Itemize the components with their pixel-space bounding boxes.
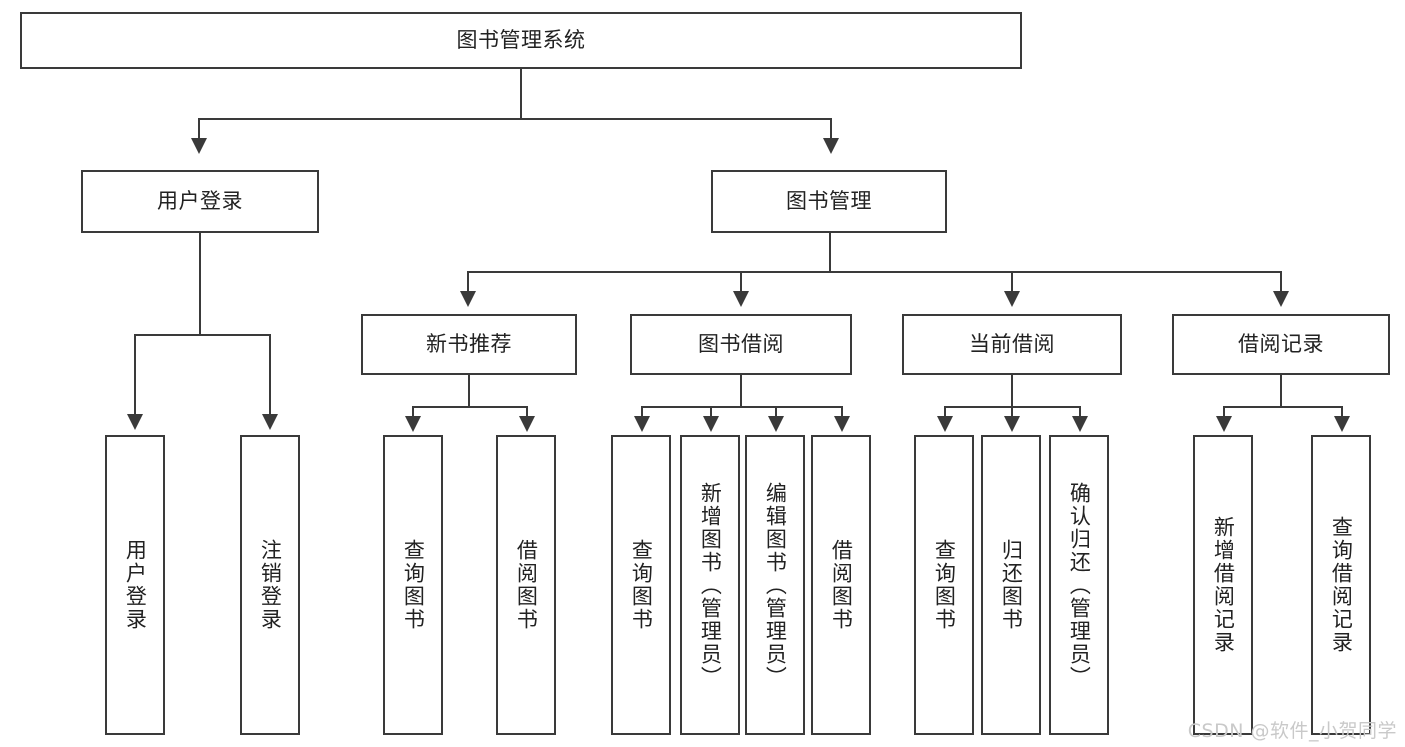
connector-drop-book-manage xyxy=(830,118,832,140)
node-user-login[interactable]: 用户登录 xyxy=(81,170,319,233)
connector-drop-nb-query xyxy=(412,406,414,418)
node-label: 查询图书 xyxy=(932,539,957,631)
leaf-nb-borrow-book[interactable]: 借阅图书 xyxy=(496,435,556,735)
leaf-cb-query-book[interactable]: 查询图书 xyxy=(914,435,974,735)
leaf-bb-edit-book[interactable]: 编辑图书（管理员） xyxy=(745,435,805,735)
leaf-cb-confirm-return[interactable]: 确认归还（管理员） xyxy=(1049,435,1109,735)
connector-user-login-stem xyxy=(199,233,201,335)
connector-book-borrow-stem xyxy=(740,375,742,407)
arrowhead-nb-query xyxy=(405,416,421,432)
connector-drop-bb-query xyxy=(641,406,643,418)
connector-new-book-bus xyxy=(412,406,527,408)
node-label: 新增借阅记录 xyxy=(1211,516,1236,654)
node-label: 当前借阅 xyxy=(969,332,1055,357)
node-label: 查询图书 xyxy=(629,539,654,631)
node-label: 查询借阅记录 xyxy=(1329,516,1354,654)
leaf-bb-borrow-book[interactable]: 借阅图书 xyxy=(811,435,871,735)
connector-borrow-records-stem xyxy=(1280,375,1282,407)
leaf-logout[interactable]: 注销登录 xyxy=(240,435,300,735)
connector-drop-leaf-logout xyxy=(269,334,271,416)
connector-drop-current-borrow xyxy=(1011,271,1013,293)
node-label: 注销登录 xyxy=(258,539,283,631)
node-borrow-records[interactable]: 借阅记录 xyxy=(1172,314,1390,375)
connector-drop-borrow-records xyxy=(1280,271,1282,293)
leaf-nb-query-book[interactable]: 查询图书 xyxy=(383,435,443,735)
arrowhead-bb-borrow xyxy=(834,416,850,432)
arrowhead-cb-query xyxy=(937,416,953,432)
arrowhead-bb-add xyxy=(703,416,719,432)
leaf-user-login[interactable]: 用户登录 xyxy=(105,435,165,735)
arrowhead-book-manage xyxy=(823,138,839,154)
connector-borrow-records-bus xyxy=(1223,406,1342,408)
leaf-br-query-record[interactable]: 查询借阅记录 xyxy=(1311,435,1371,735)
connector-book-manage-stem xyxy=(829,233,831,273)
arrowhead-cb-confirm xyxy=(1072,416,1088,432)
connector-drop-br-query xyxy=(1341,406,1343,418)
arrowhead-user-login xyxy=(191,138,207,154)
arrowhead-br-query xyxy=(1334,416,1350,432)
connector-current-borrow-stem xyxy=(1011,375,1013,407)
node-label: 确认归还（管理员） xyxy=(1067,481,1092,689)
node-label: 查询图书 xyxy=(401,539,426,631)
connector-drop-cb-return xyxy=(1011,406,1013,418)
leaf-br-add-record[interactable]: 新增借阅记录 xyxy=(1193,435,1253,735)
node-new-book-recommend[interactable]: 新书推荐 xyxy=(361,314,577,375)
arrowhead-cb-return xyxy=(1004,416,1020,432)
node-book-borrow[interactable]: 图书借阅 xyxy=(630,314,852,375)
connector-drop-book-borrow xyxy=(740,271,742,293)
arrowhead-br-add xyxy=(1216,416,1232,432)
connector-drop-nb-borrow xyxy=(526,406,528,418)
connector-drop-br-add xyxy=(1223,406,1225,418)
node-label: 用户登录 xyxy=(157,189,243,214)
arrowhead-bb-edit xyxy=(768,416,784,432)
connector-drop-bb-add xyxy=(710,406,712,418)
node-label: 图书借阅 xyxy=(698,332,784,357)
connector-drop-leaf-user-login xyxy=(134,334,136,416)
connector-level3-bus xyxy=(467,271,1281,273)
node-label: 图书管理 xyxy=(786,189,872,214)
arrowhead-current-borrow xyxy=(1004,291,1020,307)
connector-book-borrow-bus xyxy=(641,406,843,408)
leaf-bb-query-book[interactable]: 查询图书 xyxy=(611,435,671,735)
connector-drop-new-book xyxy=(467,271,469,293)
node-label: 新增图书（管理员） xyxy=(698,481,723,689)
arrowhead-new-book xyxy=(460,291,476,307)
node-current-borrow[interactable]: 当前借阅 xyxy=(902,314,1122,375)
node-label: 归还图书 xyxy=(999,539,1024,631)
connector-drop-cb-confirm xyxy=(1079,406,1081,418)
node-label: 借阅图书 xyxy=(514,539,539,631)
arrowhead-bb-query xyxy=(634,416,650,432)
leaf-cb-return-book[interactable]: 归还图书 xyxy=(981,435,1041,735)
connector-user-login-bus xyxy=(134,334,270,336)
node-label: 借阅图书 xyxy=(829,539,854,631)
node-root-system[interactable]: 图书管理系统 xyxy=(20,12,1022,69)
connector-drop-bb-edit xyxy=(775,406,777,418)
connector-drop-bb-borrow xyxy=(841,406,843,418)
connector-new-book-stem xyxy=(468,375,470,407)
arrowhead-borrow-records xyxy=(1273,291,1289,307)
csdn-watermark: CSDN @软件_小贺同学 xyxy=(1187,720,1397,742)
connector-drop-cb-query xyxy=(944,406,946,418)
arrowhead-nb-borrow xyxy=(519,416,535,432)
node-book-management[interactable]: 图书管理 xyxy=(711,170,947,233)
node-label: 编辑图书（管理员） xyxy=(763,481,788,689)
arrowhead-book-borrow xyxy=(733,291,749,307)
connector-drop-user-login xyxy=(198,118,200,140)
arrowhead-leaf-user-login xyxy=(127,414,143,430)
arrowhead-leaf-logout xyxy=(262,414,278,430)
connector-level2-bus xyxy=(198,118,832,120)
node-label: 图书管理系统 xyxy=(456,28,586,53)
node-label: 新书推荐 xyxy=(426,332,512,357)
leaf-bb-add-book[interactable]: 新增图书（管理员） xyxy=(680,435,740,735)
node-label: 借阅记录 xyxy=(1238,332,1324,357)
node-label: 用户登录 xyxy=(123,539,148,631)
connector-root-stem xyxy=(520,69,522,119)
